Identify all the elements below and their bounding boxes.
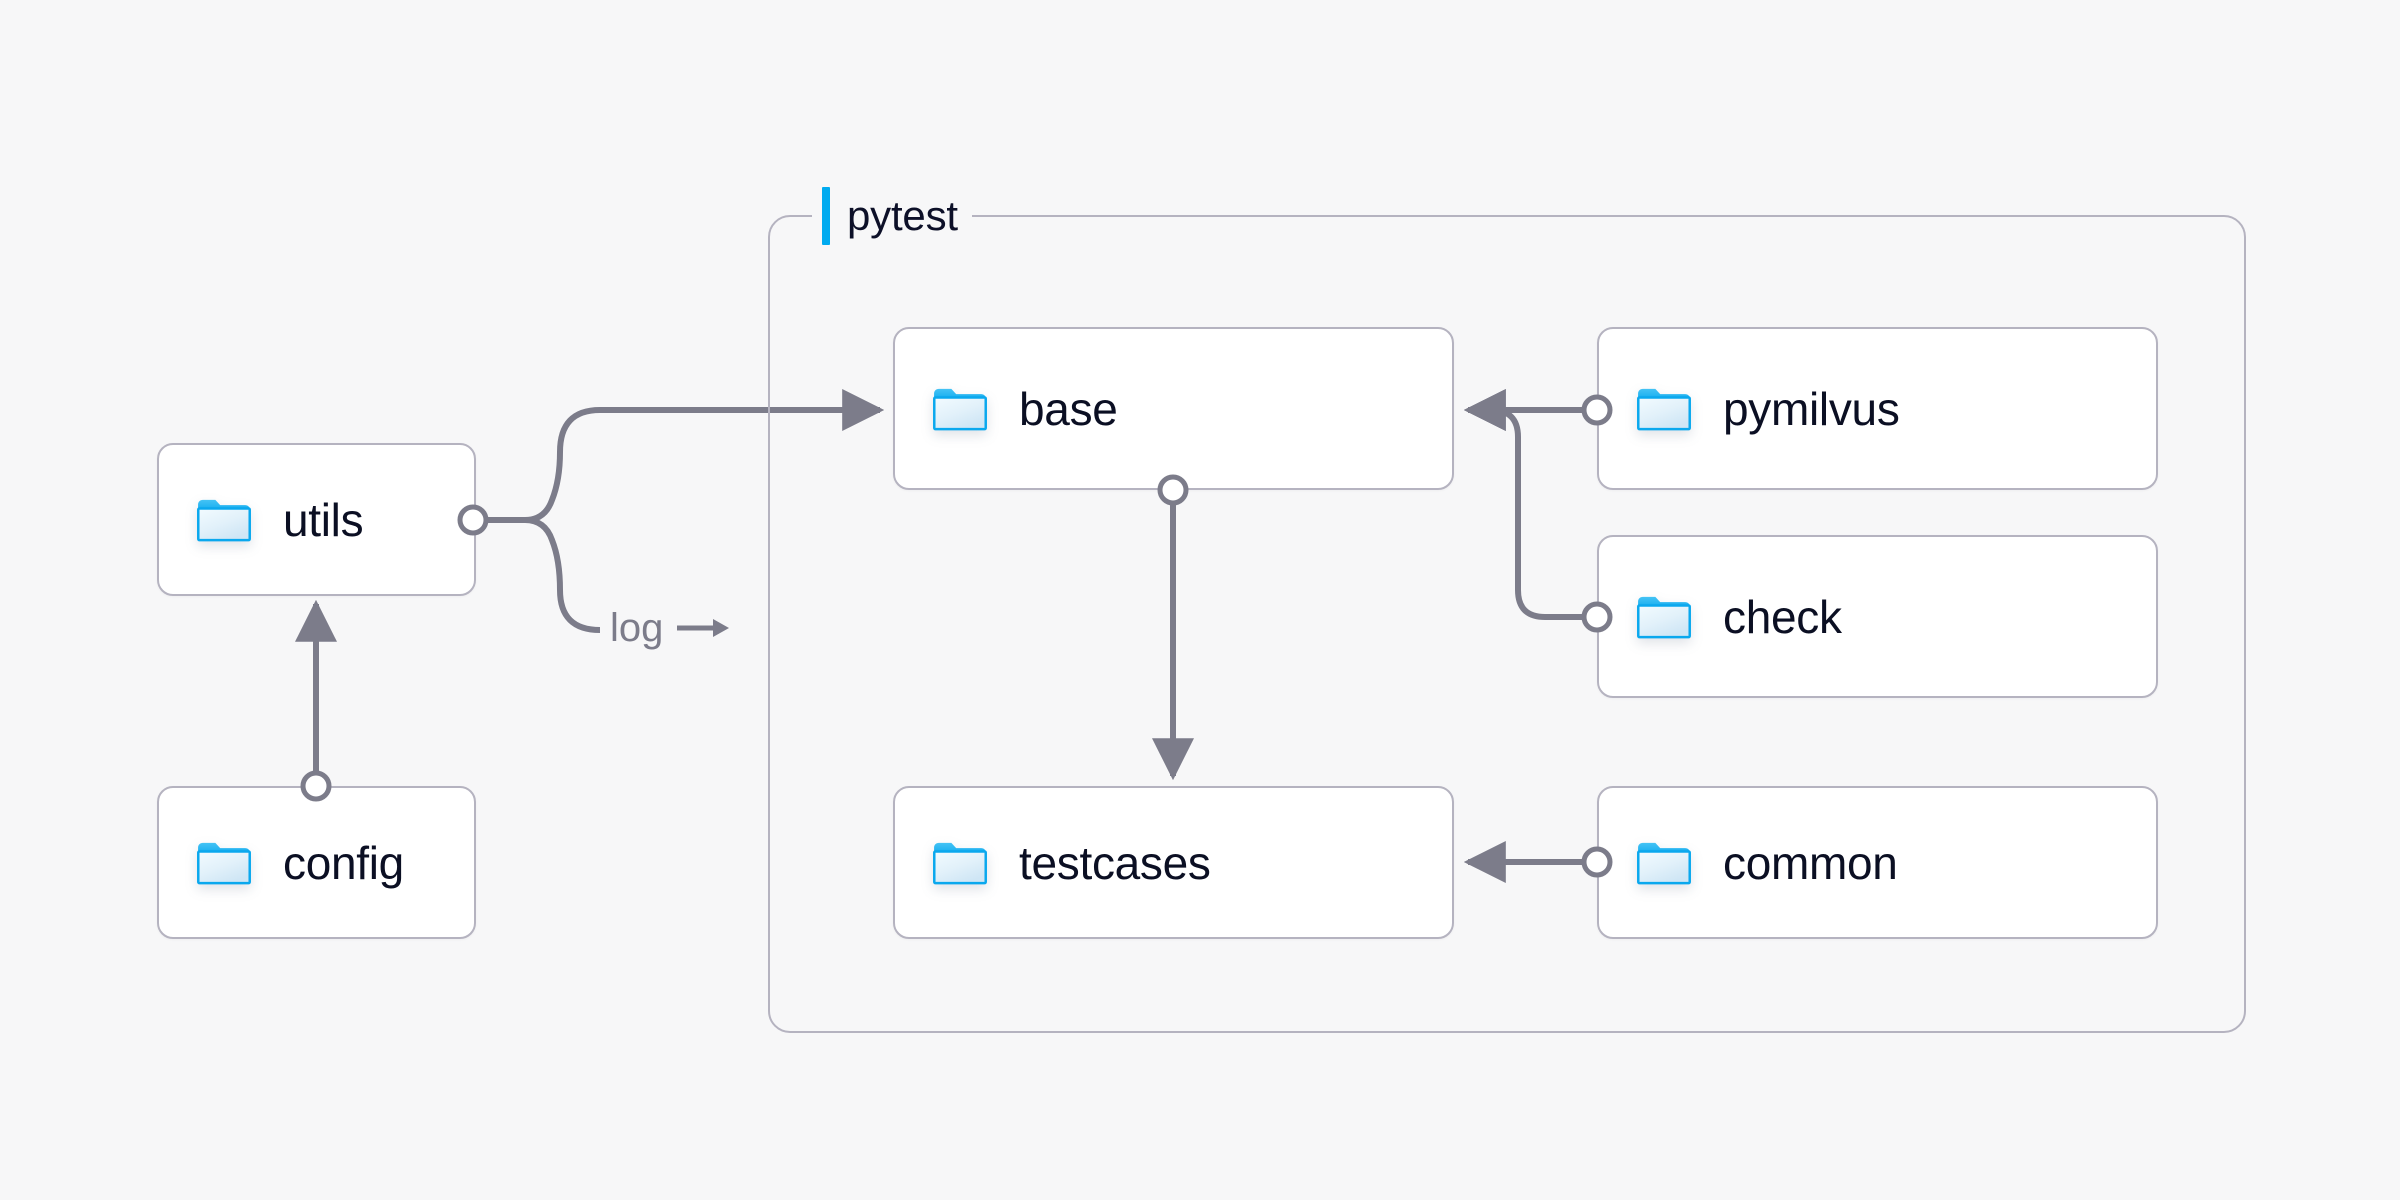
port-base-bottom[interactable] xyxy=(1155,472,1191,508)
folder-icon xyxy=(1637,388,1691,430)
folder-icon xyxy=(1637,596,1691,638)
port-check-left[interactable] xyxy=(1579,599,1615,635)
node-common-label: common xyxy=(1723,836,1898,889)
port-config-top[interactable] xyxy=(298,768,334,804)
node-common[interactable]: common xyxy=(1597,786,2158,939)
node-utils-label: utils xyxy=(283,493,364,546)
node-testcases-label: testcases xyxy=(1019,836,1211,889)
node-pymilvus-label: pymilvus xyxy=(1723,382,1900,435)
edge-utils-log xyxy=(488,517,601,633)
node-config-label: config xyxy=(283,836,404,889)
node-check[interactable]: check xyxy=(1597,535,2158,698)
node-base[interactable]: base xyxy=(893,327,1454,490)
edge-label-log-text: log xyxy=(610,606,664,650)
folder-icon xyxy=(197,499,251,541)
group-pytest xyxy=(768,215,2246,1033)
group-label-text: pytest xyxy=(847,192,958,239)
edge-label-log: log xyxy=(600,606,740,650)
folder-icon xyxy=(1637,842,1691,884)
port-utils-right[interactable] xyxy=(455,502,491,538)
node-base-label: base xyxy=(1019,382,1118,435)
arrow-right-icon xyxy=(677,619,730,637)
port-common-left[interactable] xyxy=(1579,844,1615,880)
node-check-label: check xyxy=(1723,590,1842,643)
node-config[interactable]: config xyxy=(157,786,476,939)
folder-icon xyxy=(933,388,987,430)
group-accent-bar xyxy=(822,187,830,245)
node-testcases[interactable]: testcases xyxy=(893,786,1454,939)
group-pytest-label: pytest xyxy=(812,187,972,245)
folder-icon xyxy=(933,842,987,884)
node-utils[interactable]: utils xyxy=(157,443,476,596)
port-pymilvus-left[interactable] xyxy=(1579,392,1615,428)
node-pymilvus[interactable]: pymilvus xyxy=(1597,327,2158,490)
folder-icon xyxy=(197,842,251,884)
